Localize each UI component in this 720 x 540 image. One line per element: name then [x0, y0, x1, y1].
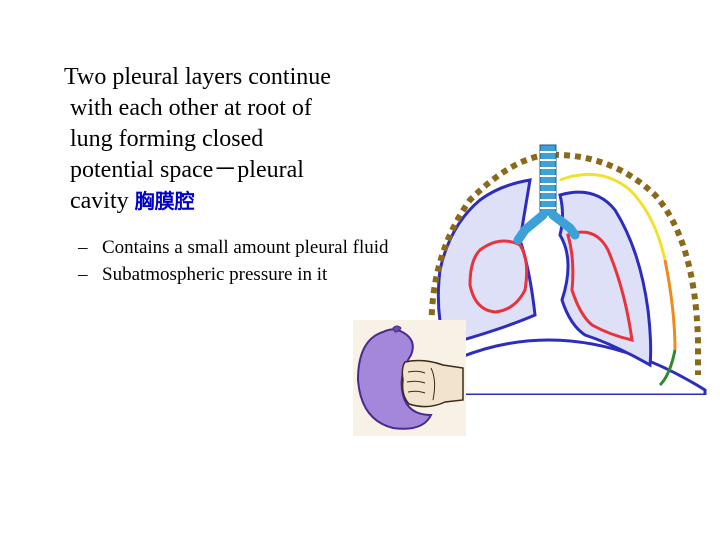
bullet-text-pressure: Subatmospheric pressure in it [102, 264, 328, 285]
right-bronchus [513, 210, 548, 245]
main-text-line-4: potential space－pleural [70, 157, 304, 183]
main-text-line-3: lung forming closed [70, 126, 264, 152]
parietal-pleura-orange [663, 259, 677, 351]
bullet-list: – Contains a small amount pleural fluid … [78, 234, 402, 288]
balloon-shape [356, 328, 433, 430]
bullet-item-fluid: – Contains a small amount pleural fluid [78, 234, 402, 261]
visceral-pleura-left [566, 230, 634, 342]
main-text-line-2: with each other at root of [70, 95, 312, 121]
parietal-pleura-green [658, 349, 677, 387]
bullet-dash: – [78, 237, 88, 258]
fist-in-balloon-illustration [353, 320, 466, 436]
trachea [539, 144, 557, 216]
left-bronchus [548, 210, 580, 240]
chinese-term-label: 胸膜腔 [134, 189, 195, 213]
parietal-pleura-yellow [559, 172, 667, 261]
fist-finger-lines [406, 367, 436, 401]
main-text-line-1: Two pleural layers continue [64, 64, 331, 90]
bullet-text-fluid: Contains a small amount pleural fluid [102, 237, 389, 258]
fist-shape [401, 359, 464, 408]
bullet-item-pressure: – Subatmospheric pressure in it [78, 261, 402, 288]
main-text-line-5: cavity 胸膜腔 [64, 186, 394, 217]
trachea-rings [540, 151, 556, 209]
main-text-line-5-prefix: cavity [70, 188, 135, 214]
lungs-pleura-diagram [398, 144, 707, 395]
balloon-knot [392, 325, 402, 333]
main-text-block: Two pleural layers continue with each ot… [64, 62, 394, 217]
bullet-dash: – [78, 264, 88, 285]
